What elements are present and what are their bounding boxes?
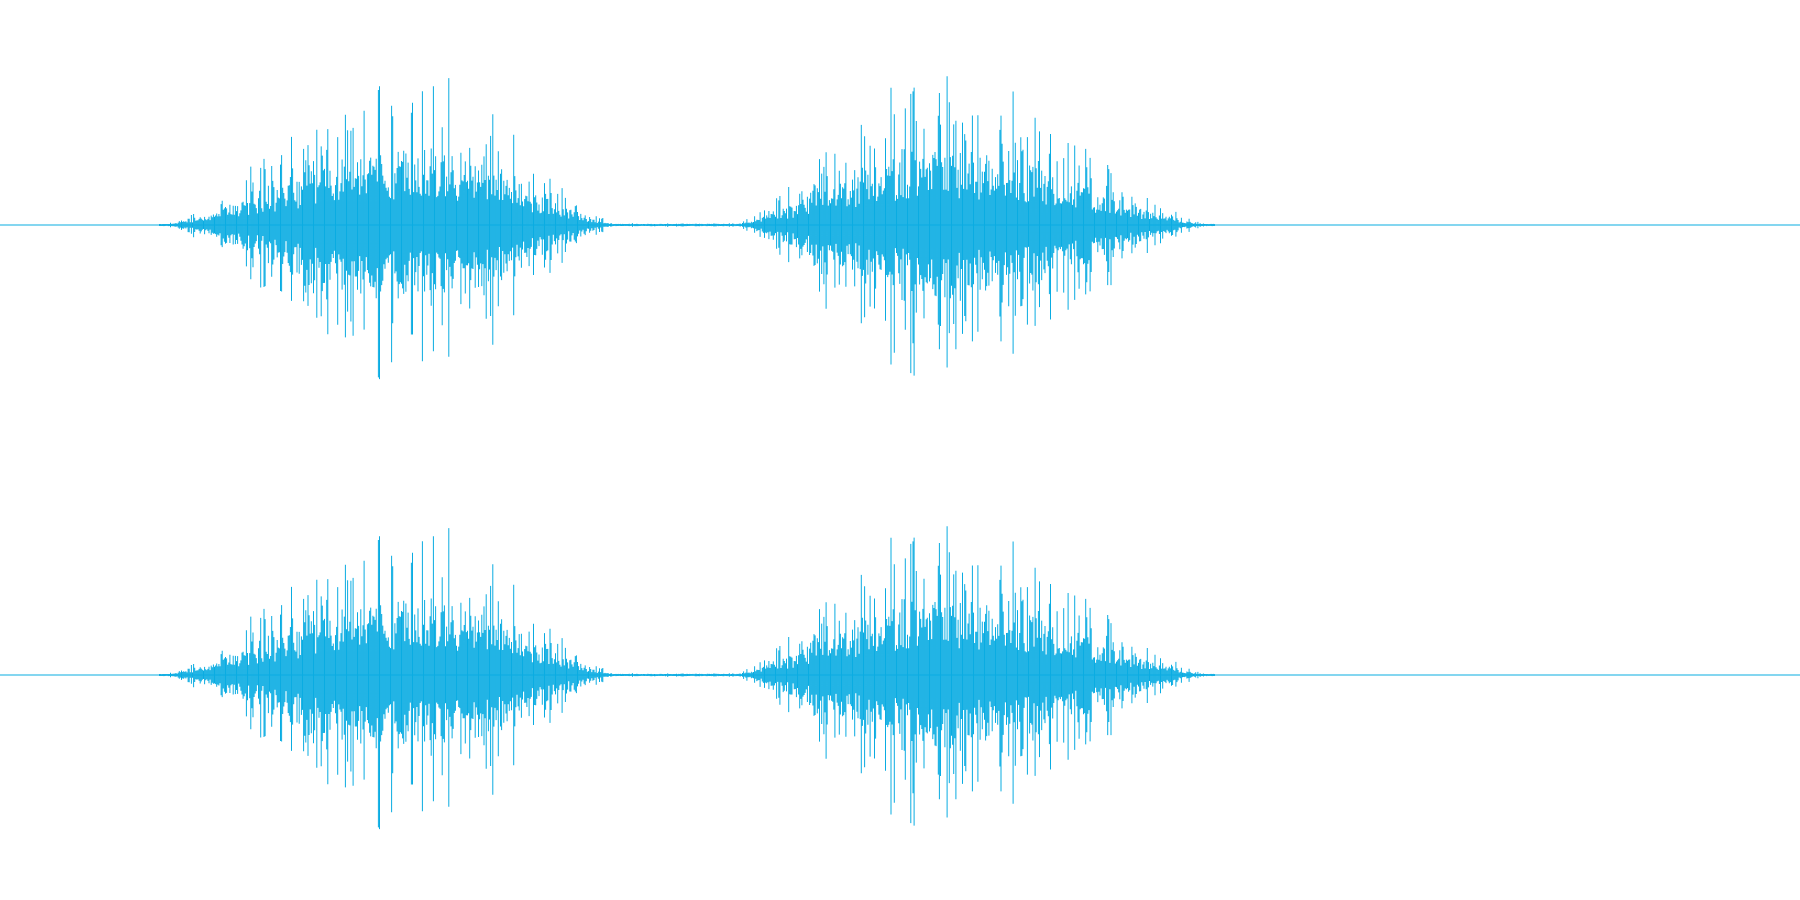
waveform-channel-2-plot [0, 526, 1800, 830]
waveform-channel-1 [0, 76, 1800, 380]
waveform-channel-1-plot [0, 76, 1800, 380]
waveform-signal [159, 526, 1215, 830]
waveform-signal [159, 76, 1215, 380]
waveform-channel-2 [0, 450, 1800, 900]
